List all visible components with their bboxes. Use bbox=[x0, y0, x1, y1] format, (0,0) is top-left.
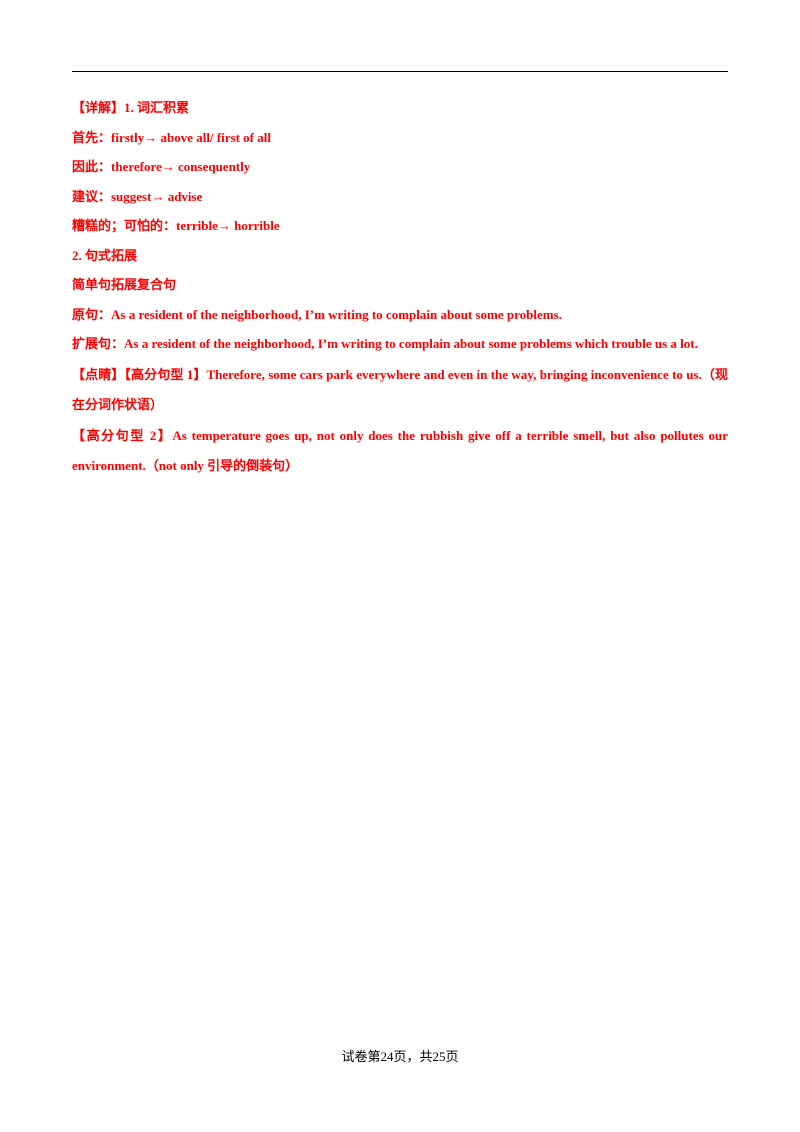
expanded-sentence: 扩展句：As a resident of the neighborhood, I… bbox=[72, 336, 698, 351]
answer-explanation: 【详解】1. 词汇积累 首先：firstly→ above all/ first… bbox=[72, 93, 728, 482]
header-rule bbox=[72, 71, 728, 72]
section-heading-sentence-expansion: 2. 句式拓展 bbox=[72, 247, 138, 263]
vocab-line-therefore: 因此：therefore→ consequently bbox=[72, 159, 251, 174]
page-number-footer: 试卷第24页，共25页 bbox=[341, 1049, 459, 1064]
original-sentence: 原句：As a resident of the neighborhood, I’… bbox=[72, 306, 562, 322]
vocab-line-terrible: 糟糕的；可怕的：terrible→ horrible bbox=[72, 218, 280, 233]
vocab-line-suggest: 建议：suggest→ advise bbox=[72, 188, 203, 204]
section-heading-vocabulary: 【详解】1. 词汇积累 bbox=[72, 100, 190, 115]
highlight-sentence-pattern-1: 【点睛】【高分句型 1】Therefore, some cars park ev… bbox=[72, 366, 728, 413]
vocab-line-firstly: 首先：firstly→ above all/ first of all bbox=[72, 129, 271, 145]
highlight-sentence-pattern-2: 【高分句型 2】As temperature goes up, not only… bbox=[72, 427, 728, 474]
subheading-simple-to-complex: 简单句拓展复合句 bbox=[72, 277, 177, 292]
